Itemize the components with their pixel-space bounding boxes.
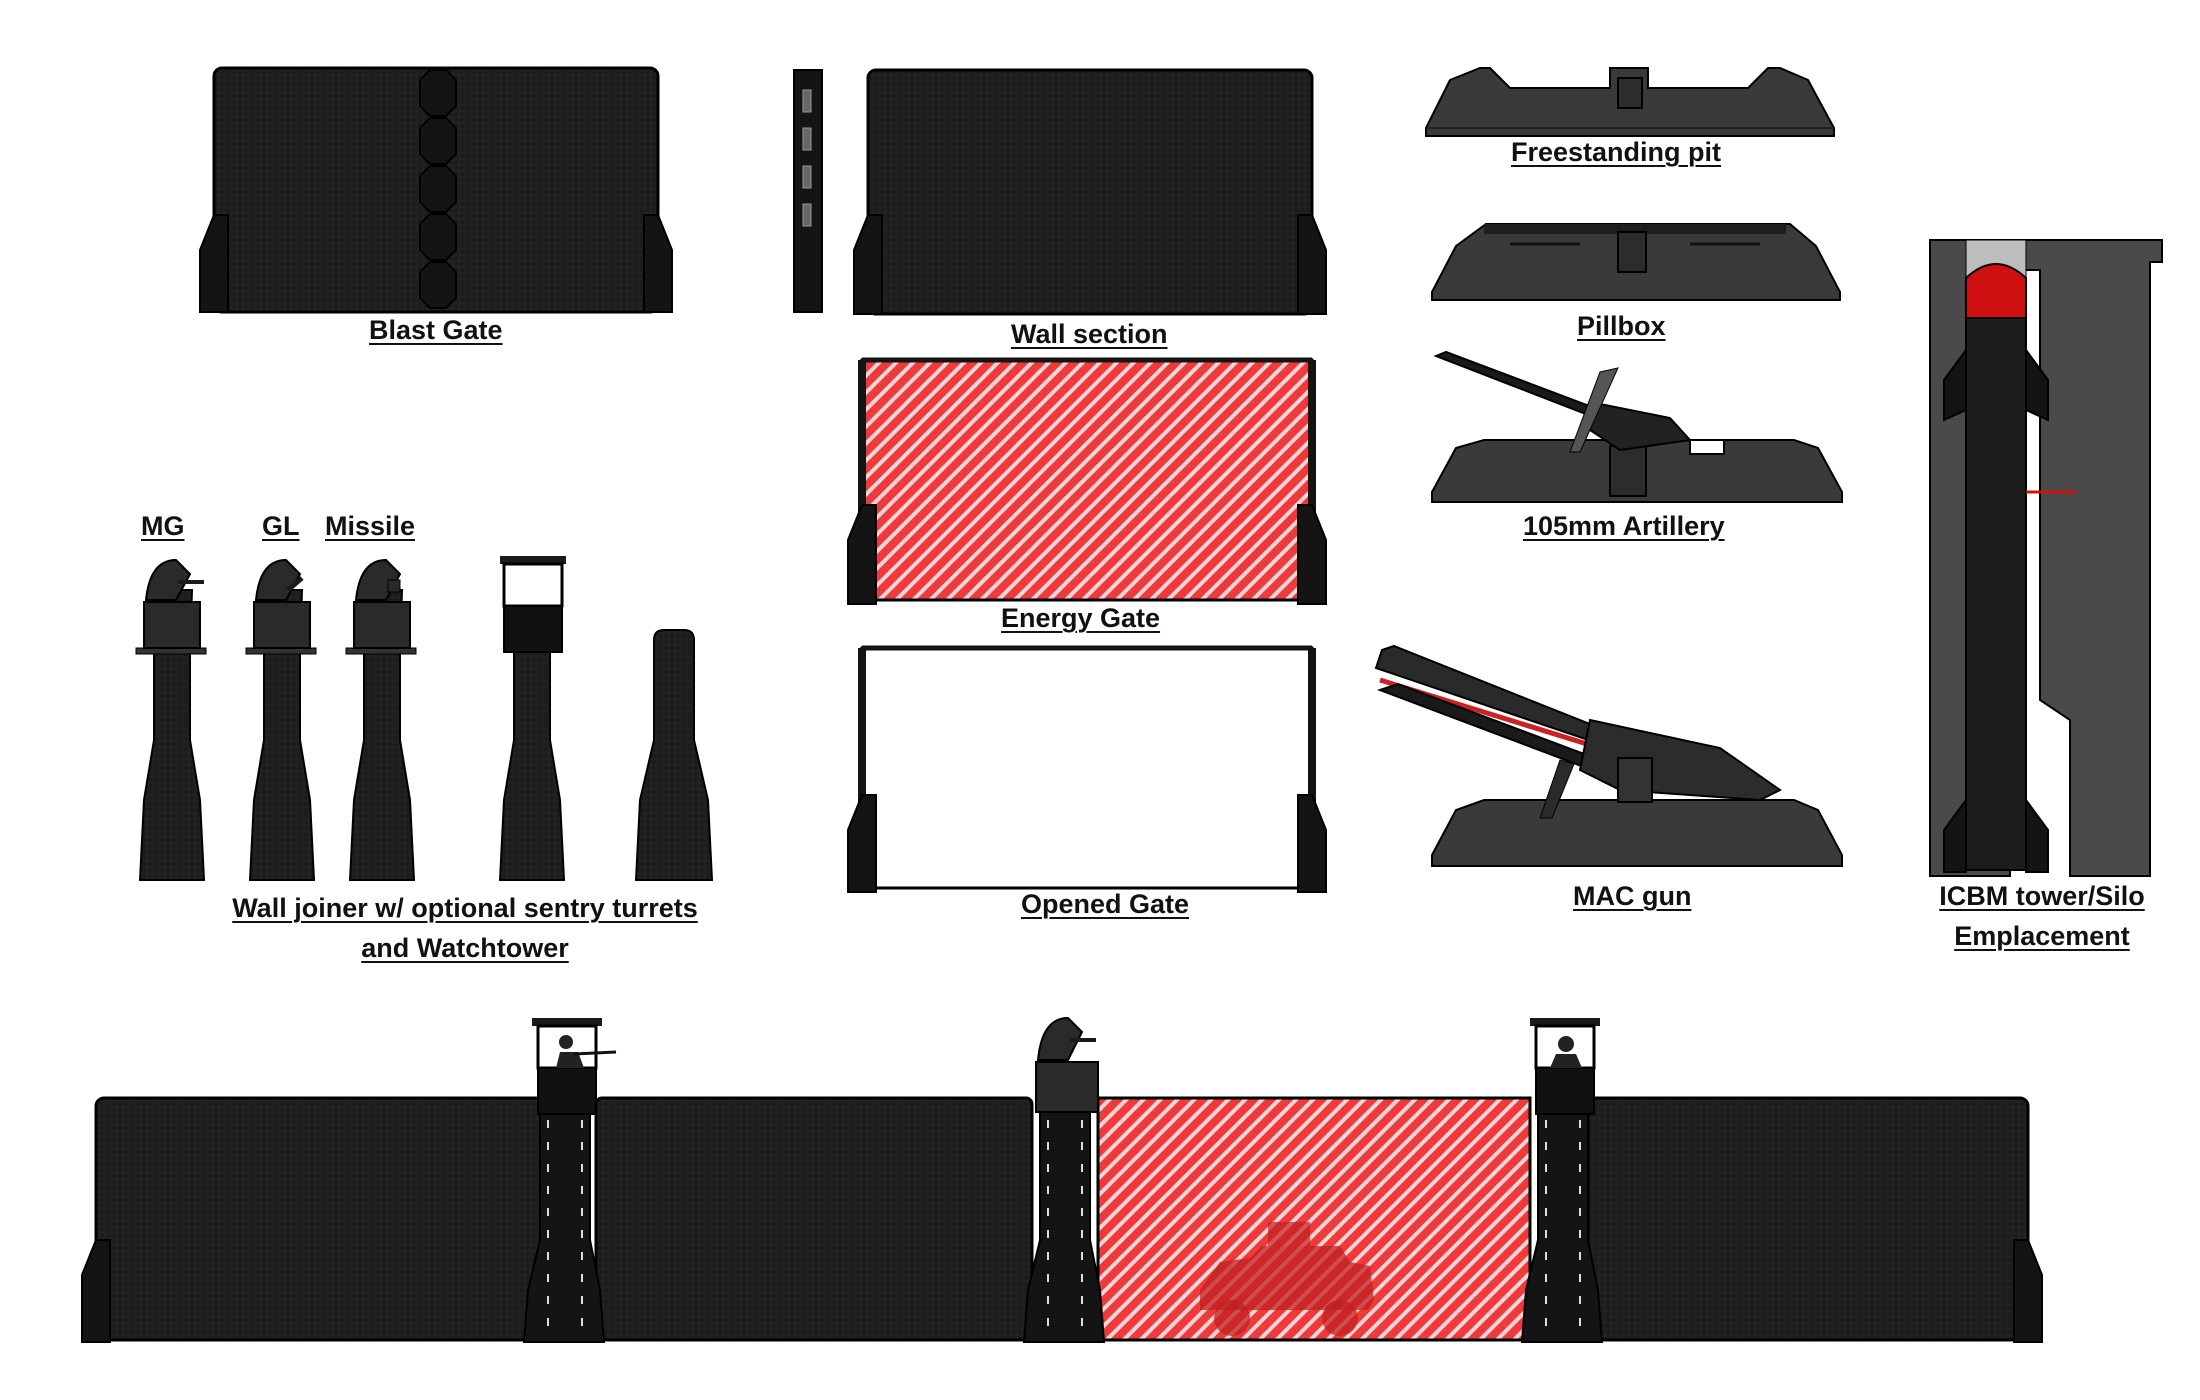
label-blast-gate: Blast Gate xyxy=(369,315,503,345)
label-icbm-line1: ICBM tower/Silo xyxy=(1939,881,2145,911)
label-pillbox: Pillbox xyxy=(1577,311,1666,341)
watchtower xyxy=(498,556,566,881)
composite-wall xyxy=(81,1016,2043,1343)
label-gl: GL xyxy=(262,511,300,541)
artillery-105mm xyxy=(1431,350,1843,503)
label-mac-gun: MAC gun xyxy=(1573,881,1692,911)
label-energy-gate: Energy Gate xyxy=(1001,603,1161,633)
opened-gate xyxy=(847,645,1327,893)
energy-gate xyxy=(847,357,1327,605)
label-mg: MG xyxy=(141,511,185,541)
wall-joiner-missile xyxy=(345,558,417,881)
label-artillery: 105mm Artillery xyxy=(1523,511,1725,541)
label-opened-gate: Opened Gate xyxy=(1021,889,1190,919)
icbm-tower xyxy=(1929,239,2163,877)
freestanding-pit xyxy=(1425,67,1835,137)
label-missile: Missile xyxy=(325,511,416,541)
label-freestanding-pit: Freestanding pit xyxy=(1511,137,1722,167)
wall-joiner-mg xyxy=(135,558,207,881)
label-wall-section: Wall section xyxy=(1011,319,1168,349)
wall-joiner-plain xyxy=(634,629,714,881)
label-joiner-line2: and Watchtower xyxy=(361,933,569,963)
mac-gun xyxy=(1374,644,1843,867)
wall-section xyxy=(793,68,1327,316)
label-icbm-line2: Emplacement xyxy=(1954,921,2130,951)
watchtower-left xyxy=(522,1018,617,1343)
label-joiner-line1: Wall joiner w/ optional sentry turrets xyxy=(232,893,698,923)
wall-joiner-gl xyxy=(245,558,317,881)
blast-gate xyxy=(199,66,673,314)
turret-center xyxy=(1022,1016,1106,1343)
pillbox xyxy=(1431,223,1841,301)
vehicle-silhouette xyxy=(1200,1222,1374,1336)
watchtower-right xyxy=(1520,1018,1604,1343)
